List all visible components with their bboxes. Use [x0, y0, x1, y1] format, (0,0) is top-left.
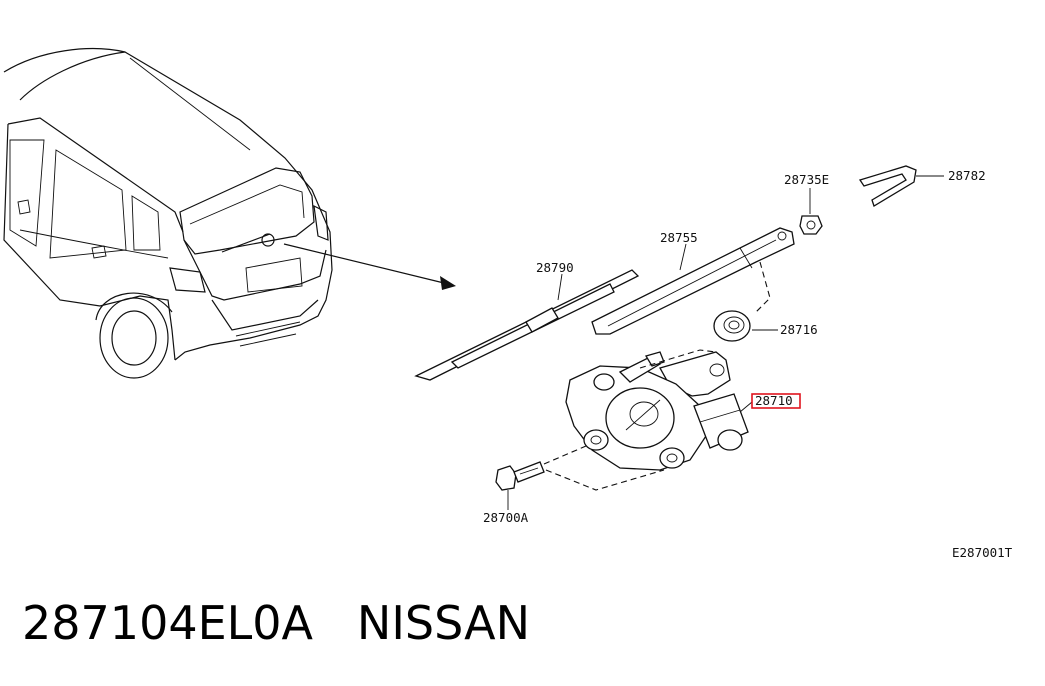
part-number: 287104EL0A	[22, 596, 314, 650]
figure-code: E287001T	[952, 545, 1013, 560]
part-caption: 287104EL0A NISSAN	[22, 596, 530, 650]
seal-part	[713, 310, 778, 342]
vehicle-illustration	[3, 48, 333, 379]
callout-28755: 28755	[660, 230, 698, 245]
callout-28710: 28710	[755, 393, 793, 408]
bolt-part	[495, 349, 717, 510]
callout-28790: 28790	[536, 260, 574, 275]
callout-28782: 28782	[948, 168, 986, 183]
nut-part	[799, 188, 823, 235]
pointer-arrow	[283, 243, 456, 290]
parts-diagram: 28782 28735E 28755 28790 28716	[3, 48, 1013, 560]
wiper-cover-part	[858, 165, 944, 207]
callout-28735E: 28735E	[784, 172, 829, 187]
callout-28716: 28716	[780, 322, 818, 337]
brand-name: NISSAN	[356, 596, 531, 650]
wiper-arm-part	[591, 227, 795, 335]
wiper-blade-part	[414, 269, 640, 381]
callout-28700A: 28700A	[483, 510, 529, 525]
wiper-motor-part	[565, 351, 753, 471]
callout-highlight-box	[751, 393, 801, 409]
